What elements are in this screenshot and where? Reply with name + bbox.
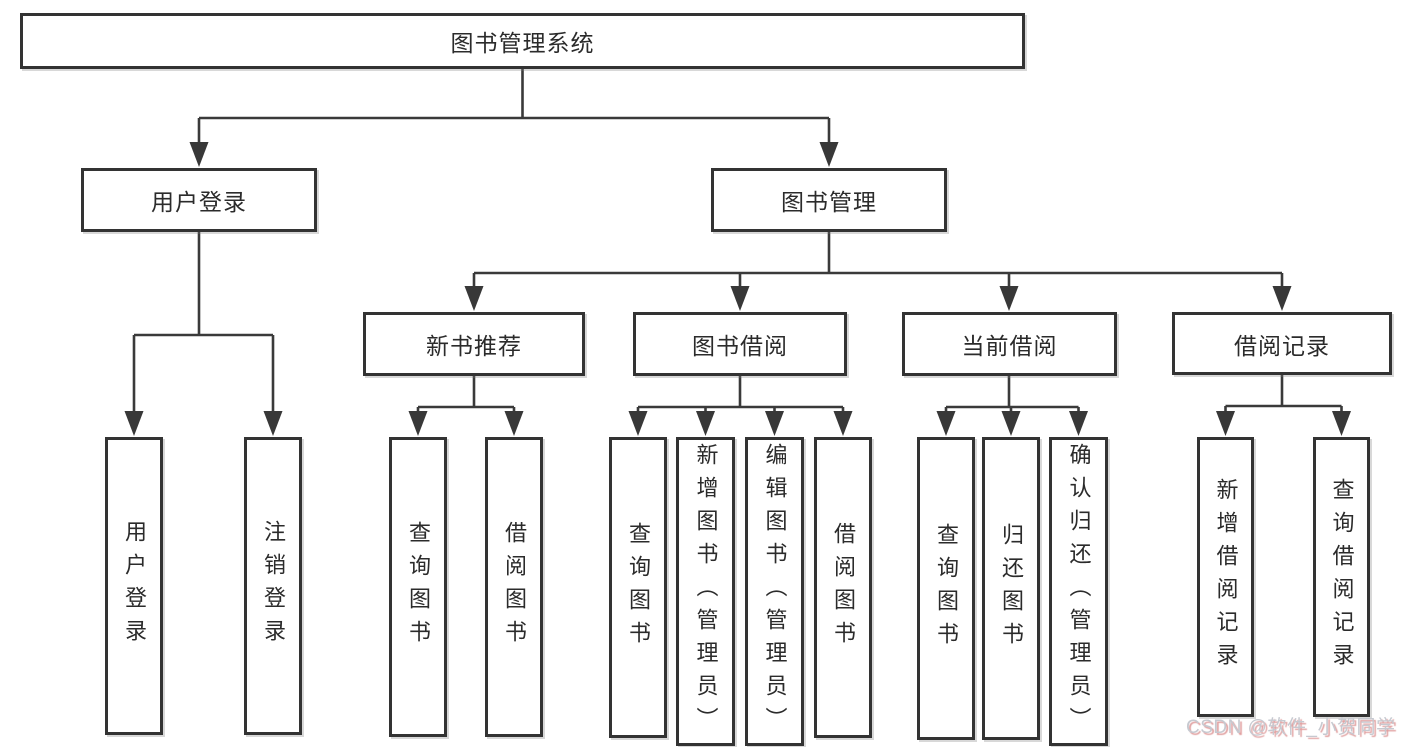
arrow-down-icon: [504, 411, 524, 436]
root-node-library-system: 图书管理系统: [20, 13, 1025, 69]
connector-new-book-children: [416, 376, 516, 413]
connector-book-borrow-children: [636, 376, 845, 413]
leaf-logout: 注销登录: [244, 437, 302, 735]
arrow-down-icon: [124, 411, 144, 436]
leaf-query-books-current: 查询图书: [917, 437, 975, 740]
arrow-down-icon: [696, 411, 715, 436]
arrow-down-icon: [189, 142, 209, 167]
arrow-down-icon: [819, 142, 839, 167]
leaf-query-borrow-record: 查询借阅记录: [1313, 437, 1370, 717]
leaf-add-book-admin: 新增图书（管理员）: [676, 437, 735, 746]
leaf-confirm-return-admin: 确认归还（管理员）: [1049, 437, 1108, 746]
arrow-down-icon: [1332, 411, 1351, 436]
connector-root-to-level1: [197, 69, 831, 144]
arrow-down-icon: [263, 411, 283, 436]
leaf-add-borrow-record: 新增借阅记录: [1197, 437, 1254, 717]
connector-records-children: [1224, 375, 1343, 413]
arrow-down-icon: [936, 411, 956, 436]
arrow-down-icon: [1069, 411, 1088, 436]
arrow-down-icon: [1216, 411, 1235, 436]
node-current-borrow: 当前借阅: [902, 312, 1117, 376]
arrow-down-icon: [730, 286, 750, 311]
leaf-query-books-recommend: 查询图书: [389, 437, 447, 737]
leaf-query-books-borrow: 查询图书: [609, 437, 667, 738]
leaf-borrow-books: 借阅图书: [814, 437, 872, 738]
arrow-down-icon: [408, 411, 428, 436]
arrow-down-icon: [1001, 411, 1021, 436]
arrow-down-icon: [765, 411, 784, 436]
arrow-down-icon: [628, 411, 648, 436]
leaf-user-login: 用户登录: [105, 437, 163, 735]
leaf-edit-book-admin: 编辑图书（管理员）: [745, 437, 804, 746]
branch-user-login: 用户登录: [81, 168, 317, 232]
connector-current-borrow-children: [944, 376, 1080, 413]
node-borrow-records: 借阅记录: [1172, 312, 1392, 375]
node-new-book-recommend: 新书推荐: [363, 312, 585, 376]
csdn-watermark: CSDN @软件_小贺同学: [1186, 717, 1396, 738]
arrowheads: [124, 142, 1351, 436]
node-book-borrow: 图书借阅: [633, 312, 847, 376]
arrow-down-icon: [833, 411, 853, 436]
arrow-down-icon: [999, 286, 1019, 311]
leaf-borrow-books-recommend: 借阅图书: [485, 437, 543, 737]
connector-user-login-children: [132, 232, 275, 413]
arrow-down-icon: [1272, 286, 1292, 311]
arrow-down-icon: [464, 286, 484, 311]
connector-book-mgmt-children: [472, 232, 1284, 288]
leaf-return-book: 归还图书: [982, 437, 1040, 740]
branch-book-management: 图书管理: [711, 168, 947, 232]
